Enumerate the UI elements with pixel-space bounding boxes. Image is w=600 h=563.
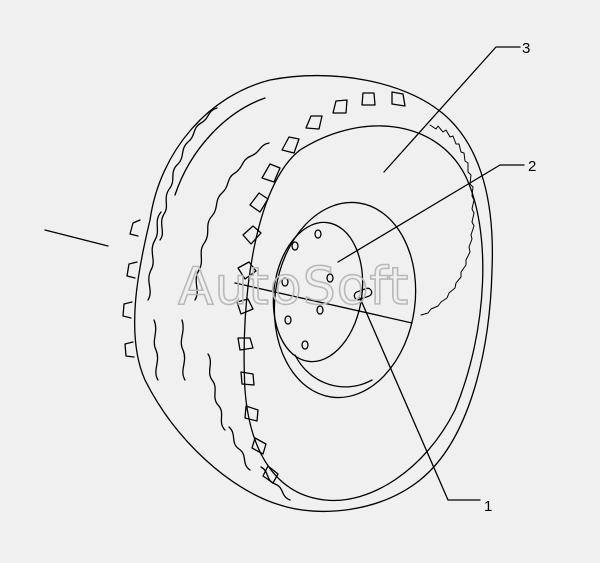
leader-line-2 (337, 164, 525, 263)
rim-outer (273, 201, 417, 399)
tread-lug (261, 163, 281, 183)
tread-edge-lug (124, 341, 135, 358)
bolt-hole (281, 277, 289, 287)
tread-edge-lug (122, 301, 133, 319)
tread-rib (207, 353, 226, 431)
tread-rib (174, 97, 266, 196)
tread-rib (260, 466, 291, 501)
bolt-hole (291, 241, 299, 251)
tread-edge-lug (126, 261, 138, 279)
bolt-hole (314, 229, 322, 239)
tread-lug (251, 437, 267, 455)
tread-rib (194, 142, 270, 301)
tread-lug (237, 261, 257, 280)
leader-line-1 (359, 297, 481, 501)
tread-edge-lug (129, 219, 141, 237)
axle-axis-line-inner (234, 282, 413, 324)
tread-lug (242, 225, 262, 245)
tread-rib (228, 426, 251, 471)
tread-lug (305, 115, 323, 130)
tread-lug (332, 99, 348, 114)
callout-1: 1 (484, 498, 492, 515)
rim-lip (294, 354, 373, 388)
sidewall-serration (420, 124, 475, 316)
tire-outer-contour (133, 74, 494, 513)
callout-3: 3 (522, 40, 530, 57)
tread-lug (391, 91, 406, 107)
watermark-text: AutoSoft (178, 257, 409, 317)
callout-2: 2 (528, 158, 536, 175)
tread-lug (361, 92, 376, 106)
leader-line-3 (383, 46, 521, 173)
tread-lug (262, 465, 279, 484)
tread-lug (249, 192, 269, 213)
bolt-hole (301, 340, 309, 350)
valve-slot (353, 287, 373, 301)
tread-lug (244, 405, 259, 422)
bolt-hole (316, 305, 324, 315)
bolt-hole (326, 273, 334, 283)
tread-rib (153, 319, 159, 381)
tread-rib (159, 107, 218, 241)
tread-lug (236, 298, 254, 315)
tread-lug (240, 371, 255, 386)
tread-rib (147, 211, 162, 301)
tread-lug (281, 136, 300, 154)
tread-lug (237, 337, 254, 351)
tread-rib (180, 319, 186, 381)
sidewall-outer-edge (243, 125, 484, 502)
axle-axis-line (44, 229, 109, 247)
bolt-hole (284, 315, 292, 325)
